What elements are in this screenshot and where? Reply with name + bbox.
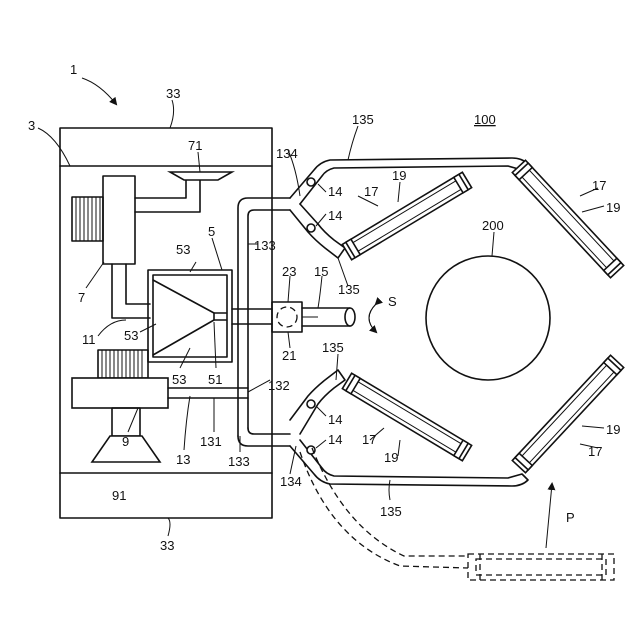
label-53-a: 53 <box>176 242 190 257</box>
label-200: 200 <box>482 218 504 233</box>
manifold-133 <box>238 198 290 446</box>
label-14-d: 14 <box>328 432 342 447</box>
outlet-71 <box>170 172 232 180</box>
label-134-top: 134 <box>276 146 298 161</box>
label-19-a: 19 <box>392 168 406 183</box>
label-3: 3 <box>28 118 35 133</box>
label-14-b: 14 <box>328 208 342 223</box>
fins-9 <box>102 350 142 378</box>
label-P: P <box>566 510 575 525</box>
label-135-mid-bottom: 135 <box>322 340 344 355</box>
label-71: 71 <box>188 138 202 153</box>
filter-box-5 <box>148 270 272 362</box>
label-S: S <box>388 294 397 309</box>
label-135-top: 135 <box>352 112 374 127</box>
label-19-d: 19 <box>606 422 620 437</box>
label-131: 131 <box>200 434 222 449</box>
label-91: 91 <box>112 488 126 503</box>
label-7: 7 <box>78 290 85 305</box>
pump-unit-7 <box>72 172 232 318</box>
label-53-b: 53 <box>124 328 138 343</box>
label-14-a: 14 <box>328 184 342 199</box>
label-1: 1 <box>70 62 77 77</box>
label-23: 23 <box>282 264 296 279</box>
label-19-c: 19 <box>384 450 398 465</box>
label-5: 5 <box>208 224 215 239</box>
suction-pad-lower-inner <box>342 373 471 461</box>
label-9: 9 <box>122 434 129 449</box>
label-17-c: 17 <box>362 432 376 447</box>
label-134-bottom: 134 <box>280 474 302 489</box>
label-135-mid-top: 135 <box>338 282 360 297</box>
rotary-joint-23 <box>272 302 355 332</box>
suction-pad-upper-outer <box>512 160 623 278</box>
label-17-d: 17 <box>588 444 602 459</box>
label-132: 132 <box>268 378 290 393</box>
direction-arrow-P <box>546 484 552 548</box>
suction-pad-upper-inner <box>342 172 471 260</box>
label-100: 100 <box>474 112 496 127</box>
label-133-bottom: 133 <box>228 454 250 469</box>
label-14-c: 14 <box>328 412 342 427</box>
label-13: 13 <box>176 452 190 467</box>
label-11: 11 <box>82 332 96 347</box>
workpiece-200 <box>426 256 550 380</box>
label-53-c: 53 <box>172 372 186 387</box>
label-17-b: 17 <box>592 178 606 193</box>
label-19-b: 19 <box>606 200 620 215</box>
label-133-top: 133 <box>254 238 276 253</box>
fins-7 <box>76 197 100 241</box>
label-17-a: 17 <box>364 184 378 199</box>
label-21: 21 <box>282 348 296 363</box>
rotation-arrow-S <box>369 304 376 332</box>
label-135-bottom: 135 <box>380 504 402 519</box>
label-51: 51 <box>208 372 222 387</box>
label-33-top: 33 <box>166 86 180 101</box>
label-15: 15 <box>314 264 328 279</box>
label-33-bottom: 33 <box>160 538 174 553</box>
suction-pad-lower-outer <box>512 355 623 473</box>
